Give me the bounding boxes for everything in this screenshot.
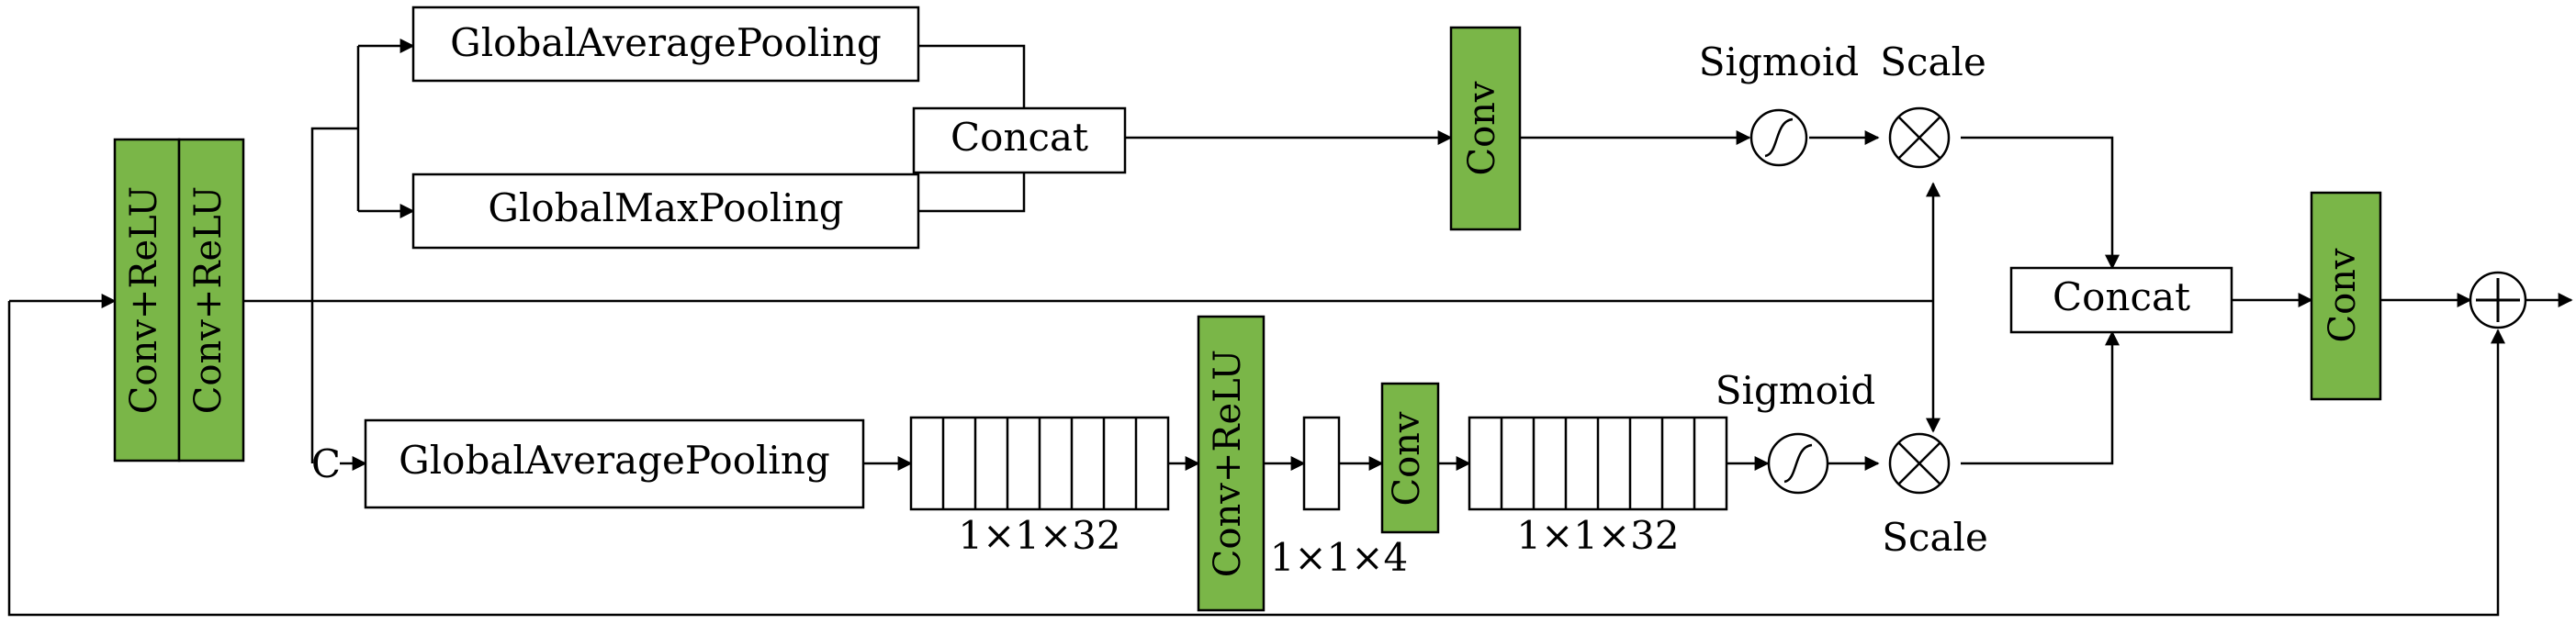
conv-out-label: Conv: [2322, 248, 2364, 342]
concat-right-box: Concat: [2009, 266, 2233, 334]
scale-top-label: Scale: [1880, 39, 1986, 84]
sigmoid-icon: [1749, 108, 1808, 167]
gap-top-box: GlobalAveragePooling: [411, 6, 920, 83]
feature-stack-32a: [909, 416, 1170, 511]
scale-bottom-label: Scale: [1882, 515, 1988, 560]
connections: [7, 39, 2573, 617]
conv-relu-block-2: Conv+ReLU: [177, 138, 245, 462]
feature-stack-32b: [1468, 416, 1728, 511]
concat-top-label: Concat: [951, 115, 1088, 160]
sigmoid-bottom-label: Sigmoid: [1715, 368, 1876, 413]
conv-relu-2-label: Conv+ReLU: [187, 186, 230, 414]
concat-right-label: Concat: [2053, 274, 2190, 319]
channel-c-label: C: [311, 441, 341, 486]
feat-32b-label: 1×1×32: [1516, 513, 1679, 558]
conv-relu-1-label: Conv+ReLU: [123, 186, 165, 414]
feature-stack-4: [1302, 416, 1341, 511]
gmp-top-box: GlobalMaxPooling: [411, 173, 920, 250]
gmp-top-label: GlobalMaxPooling: [488, 185, 843, 230]
add-icon: [2469, 271, 2527, 329]
conv-top-block: Conv: [1449, 26, 1522, 231]
sigmoid-top-label: Sigmoid: [1699, 39, 1860, 84]
multiply-icon: [1888, 432, 1951, 495]
conv-relu-block-1: Conv+ReLU: [113, 138, 181, 462]
conv-out-block: Conv: [2310, 191, 2382, 401]
sigmoid-icon: [1767, 432, 1829, 495]
conv-mid-label: Conv: [1386, 411, 1428, 506]
concat-top-box: Concat: [912, 106, 1127, 174]
multiply-icon: [1888, 106, 1951, 169]
conv-mid-block: Conv: [1380, 382, 1440, 534]
conv-relu-mid-block: Conv+ReLU: [1197, 315, 1266, 612]
feat-4-label: 1×1×4: [1270, 535, 1409, 580]
conv-top-label: Conv: [1461, 81, 1503, 175]
gap-bottom-box: GlobalAveragePooling: [364, 418, 865, 509]
feat-32a-label: 1×1×32: [958, 513, 1120, 558]
gap-bottom-label: GlobalAveragePooling: [399, 438, 830, 483]
gap-top-label: GlobalAveragePooling: [450, 20, 882, 65]
conv-relu-mid-label: Conv+ReLU: [1207, 350, 1249, 577]
